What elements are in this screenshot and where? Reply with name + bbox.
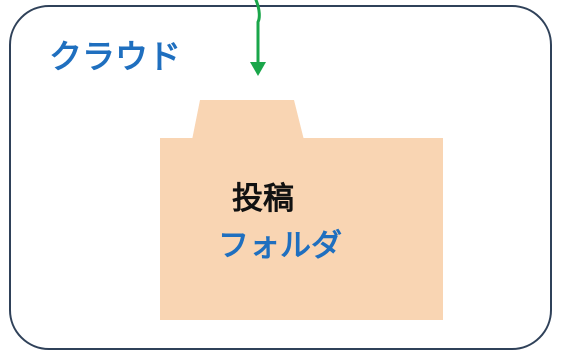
down-arrow-icon [250,0,266,76]
folder-subtitle: フォルダ [218,228,342,264]
cloud-label: クラウド [49,37,181,76]
folder-icon: 投稿 フォルダ [160,100,443,320]
folder-tab [192,100,304,140]
folder-title: 投稿 [232,181,294,217]
folder-body [160,138,443,320]
